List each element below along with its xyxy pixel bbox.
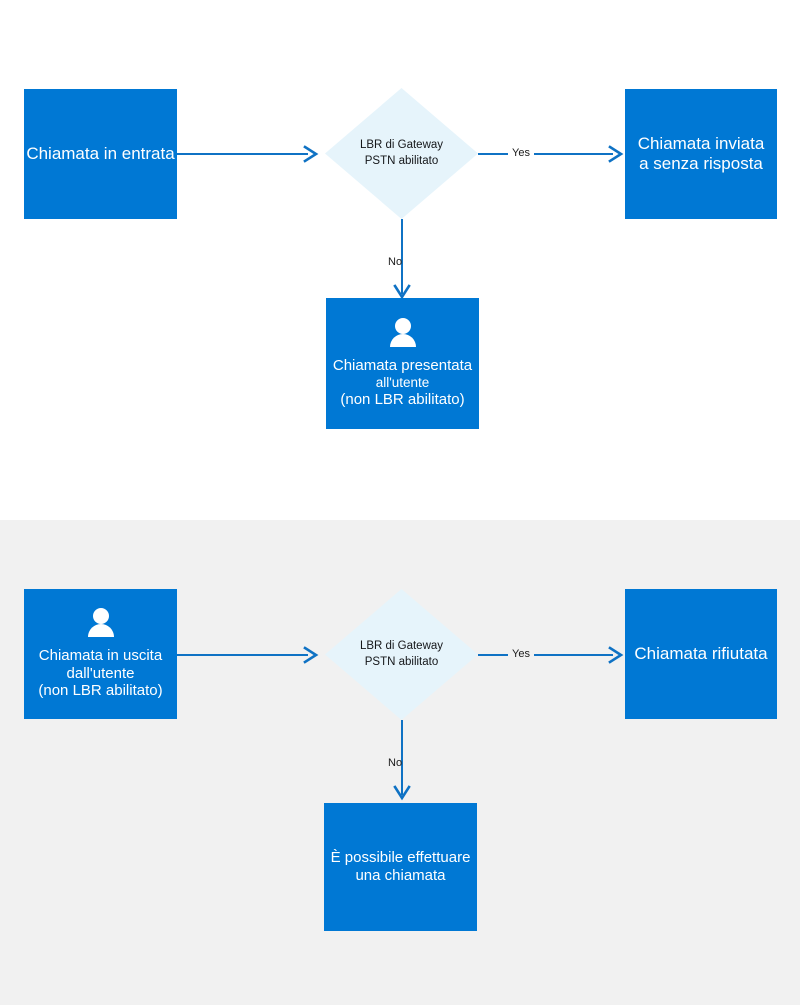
edge-label-outbound-yes: Yes: [508, 648, 534, 660]
connector-outbound-yes: [478, 654, 613, 656]
node-outbound-start[interactable]: Chiamata in uscita dall'utente (non LBR …: [24, 589, 177, 719]
node-outbound-no-outcome-line1: È possibile effettuare: [330, 849, 471, 867]
node-inbound-start[interactable]: Chiamata in entrata: [24, 89, 177, 219]
connector-outbound-start-to-decision: [177, 654, 308, 656]
connector-inbound-yes: [478, 153, 613, 155]
arrowhead-outbound-start-to-decision: [303, 646, 319, 664]
person-icon: [386, 318, 420, 350]
node-outbound-yes-outcome-line1: Chiamata rifiutata: [634, 643, 768, 663]
node-outbound-decision-line1: LBR di Gateway: [359, 640, 444, 653]
node-outbound-no-outcome-line2: una chiamata: [355, 867, 446, 884]
node-inbound-no-outcome-line3: (non LBR abilitato): [340, 390, 465, 408]
node-inbound-no-outcome[interactable]: Chiamata presentata all'utente (non LBR …: [326, 298, 479, 429]
node-inbound-decision-line1: LBR di Gateway: [359, 139, 444, 152]
node-inbound-no-outcome-line2: all'utente: [375, 375, 430, 391]
node-outbound-decision-line2: PSTN abilitato: [364, 655, 439, 668]
arrowhead-outbound-no: [393, 785, 411, 801]
person-icon: [84, 607, 118, 640]
connector-inbound-no: [401, 219, 403, 294]
inbound-section-background: [0, 0, 800, 520]
node-inbound-yes-outcome-line2: a senza risposta: [639, 154, 763, 173]
node-inbound-decision-line2: PSTN abilitato: [364, 154, 439, 167]
connector-outbound-no: [401, 720, 403, 795]
node-inbound-yes-outcome-line1: Chiamata inviata: [637, 133, 765, 153]
node-outbound-start-line3: (non LBR abilitato): [38, 682, 163, 700]
arrowhead-inbound-yes: [608, 145, 624, 163]
arrowhead-inbound-no: [393, 284, 411, 300]
node-inbound-start-label: Chiamata in entrata: [26, 143, 175, 163]
node-outbound-yes-outcome[interactable]: Chiamata rifiutata: [625, 589, 777, 719]
arrowhead-inbound-start-to-decision: [303, 145, 319, 163]
edge-label-inbound-yes: Yes: [508, 147, 534, 159]
edge-label-inbound-no: No: [388, 256, 403, 268]
edge-label-outbound-no: No: [388, 757, 403, 769]
node-outbound-no-outcome[interactable]: È possibile effettuare una chiamata: [324, 803, 477, 931]
node-outbound-start-line2: dall'utente: [66, 664, 135, 682]
arrowhead-outbound-yes: [608, 646, 624, 664]
connector-inbound-start-to-decision: [177, 153, 308, 155]
node-inbound-yes-outcome[interactable]: Chiamata inviata a senza risposta: [625, 89, 777, 219]
node-outbound-start-line1: Chiamata in uscita: [38, 646, 163, 664]
node-inbound-no-outcome-line1: Chiamata presentata: [332, 357, 473, 375]
